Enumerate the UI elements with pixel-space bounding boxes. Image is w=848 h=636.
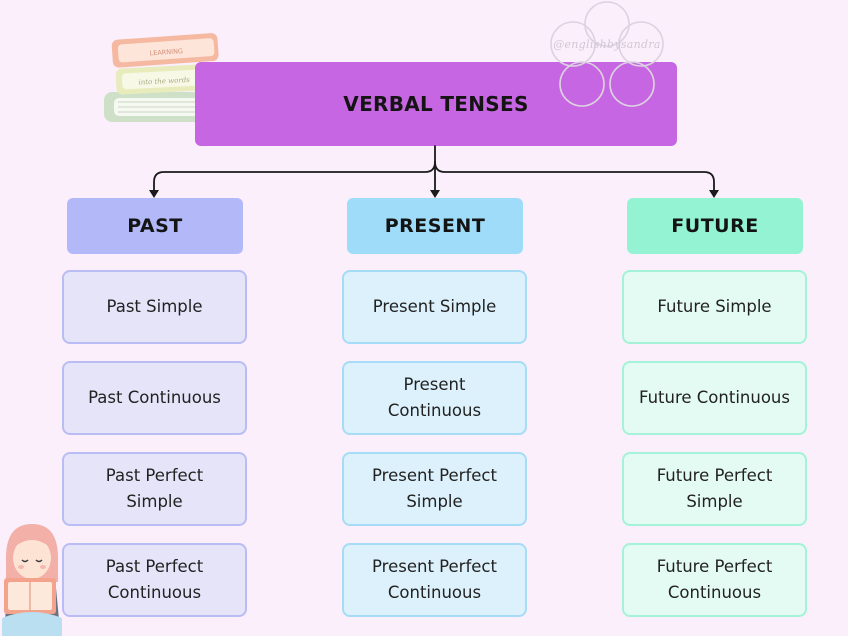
tense-box-past-simple: Past Simple	[62, 270, 247, 344]
watermark-text: @englishbysandra	[553, 38, 661, 51]
title-box: VERBAL TENSES	[195, 62, 677, 146]
tense-box-past-perfect-simple: Past Perfect Simple	[62, 452, 247, 526]
tense-box-present-perfect-simple: Present Perfect Simple	[342, 452, 527, 526]
arrowhead-future	[709, 190, 719, 198]
pants	[2, 612, 62, 636]
arrowhead-present	[430, 190, 440, 198]
tense-box-present-continuous: Present Continuous	[342, 361, 527, 435]
tense-label: Past Simple	[106, 297, 203, 317]
column-heading-label: PAST	[127, 215, 183, 237]
tense-box-future-perfect-continuous: Future Perfect Continuous	[622, 543, 807, 617]
tense-box-future-simple: Future Simple	[622, 270, 807, 344]
tense-label: Present Perfect Continuous	[372, 557, 497, 602]
tense-box-present-perfect-continuous: Present Perfect Continuous	[342, 543, 527, 617]
book-middle: into the words	[115, 63, 217, 95]
tense-label: Past Perfect Continuous	[105, 557, 204, 602]
tense-box-future-perfect-simple: Future Perfect Simple	[622, 452, 807, 526]
tense-label: Future Perfect Simple	[656, 466, 773, 511]
column-heading-past: PAST	[67, 198, 243, 254]
book-top-label: LEARNING	[149, 47, 183, 57]
tense-box-present-simple: Present Simple	[342, 270, 527, 344]
column-heading-label: FUTURE	[671, 215, 759, 237]
arrowhead-past	[149, 190, 159, 198]
book-middle-label: into the words	[138, 76, 190, 87]
tense-box-past-continuous: Past Continuous	[62, 361, 247, 435]
tense-box-future-continuous: Future Continuous	[622, 361, 807, 435]
tense-box-past-perfect-continuous: Past Perfect Continuous	[62, 543, 247, 617]
connector-to-past	[153, 161, 436, 194]
diagram-title: VERBAL TENSES	[343, 92, 529, 116]
tense-label: Future Simple	[657, 297, 772, 317]
tense-label: Past Perfect Simple	[105, 466, 204, 511]
column-heading-future: FUTURE	[627, 198, 803, 254]
column-heading-label: PRESENT	[384, 215, 486, 237]
flower-outline-icon	[550, 1, 664, 107]
connector-to-future	[434, 161, 715, 194]
girl-reading-illustration	[2, 524, 62, 636]
tense-label: Present Simple	[372, 297, 497, 317]
tense-label: Present Perfect Simple	[372, 466, 497, 511]
book-top: LEARNING	[111, 33, 219, 68]
tree-connector	[149, 145, 719, 198]
tense-label: Present Continuous	[387, 375, 482, 420]
tense-label: Future Perfect Continuous	[656, 557, 773, 602]
tense-label: Future Continuous	[639, 388, 790, 408]
column-heading-present: PRESENT	[347, 198, 523, 254]
tense-label: Past Continuous	[88, 388, 221, 408]
